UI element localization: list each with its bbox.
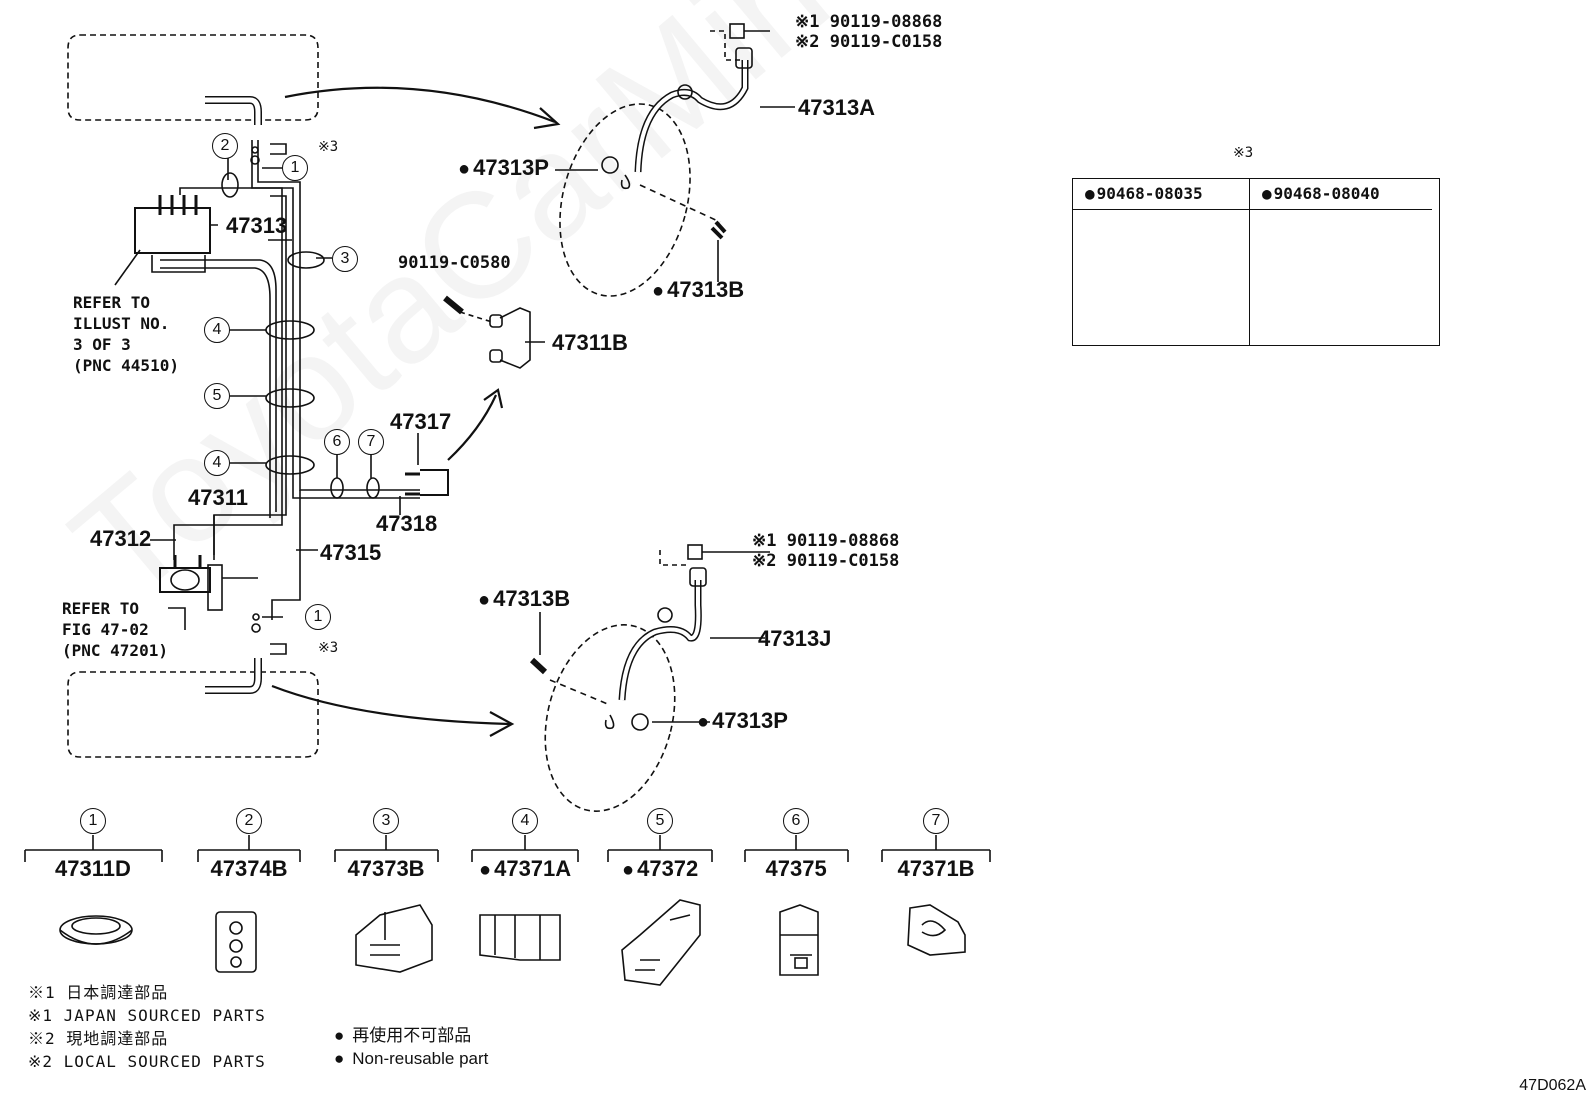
clamp-callout-5: 5 (647, 808, 673, 834)
middle-arrow (447, 394, 498, 461)
part-47317: 47317 (390, 409, 452, 434)
lower-wheel-outline (67, 671, 319, 758)
clamp-callout-4: 4 (512, 808, 538, 834)
callout-1-upper: 1 (282, 155, 308, 181)
clip-table-mark: ※3 (1233, 145, 1254, 161)
upper-bolt-local: ※2 90119-C0158 (795, 32, 943, 52)
callout-1-lower: 1 (305, 604, 331, 630)
clip-note-lower: ※3 (318, 640, 339, 656)
part-47313b-upper: 47313B (652, 279, 744, 301)
part-47313p-lower: 47313P (697, 710, 788, 732)
legend-nonreusable: 再使用不可部品 Non-reusable part (334, 1024, 488, 1070)
callout-4-upper: 4 (204, 317, 230, 343)
clamp-callout-3: 3 (373, 808, 399, 834)
legend-jp-2: ※2 現地調達部品 (28, 1029, 169, 1048)
bracket-47311b (443, 295, 531, 369)
upper-arrow (284, 86, 556, 124)
clamp-callout-2: 2 (236, 808, 262, 834)
clamp-part-47375: 47375 (765, 856, 827, 881)
clamp-callout-7: 7 (923, 808, 949, 834)
part-47313: 47313 (226, 213, 288, 238)
legend-jp-1: ※1 日本調達部品 (28, 983, 169, 1002)
clip-col-1: 90468-08035 (1073, 179, 1255, 345)
legend-np-en: Non-reusable part (334, 1047, 488, 1070)
legend-en-1: ※1 JAPAN SOURCED PARTS (28, 1006, 266, 1025)
callout-2: 2 (212, 133, 238, 159)
clip-part-2: 90468-08040 (1250, 179, 1432, 210)
part-47318: 47318 (376, 511, 438, 536)
clip-part-1: 90468-08035 (1073, 179, 1255, 210)
clamp-callout-6: 6 (783, 808, 809, 834)
clip-note-upper: ※3 (318, 139, 339, 155)
clamp-part-47373B: 47373B (347, 856, 425, 881)
diagram-code: 47D062A (1519, 1077, 1586, 1094)
reference-upper: REFER TO ILLUST NO. 3 OF 3 (PNC 44510) (73, 293, 179, 375)
upper-hose (555, 23, 795, 297)
legend-notes: ※1 日本調達部品 ※1 JAPAN SOURCED PARTS ※2 現地調達… (28, 981, 266, 1073)
callout-4-lower: 4 (204, 450, 230, 476)
clamp-brackets (24, 835, 991, 862)
clamp-illustrations (59, 899, 966, 986)
part-47312: 47312 (90, 526, 152, 551)
clamp-part-47372: 47372 (622, 858, 698, 880)
callout-3: 3 (332, 246, 358, 272)
clamp-callout-1: 1 (80, 808, 106, 834)
part-47311b: 47311B (552, 330, 628, 355)
lower-arrow (271, 684, 511, 726)
clamp-part-47311D: 47311D (55, 856, 131, 881)
lower-bolt-jp: ※1 90119-08868 (752, 531, 900, 551)
lower-bolt-local: ※2 90119-C0158 (752, 551, 900, 571)
clip-table: 90468-08035 90468-08040 (1072, 178, 1440, 346)
callout-7: 7 (358, 429, 384, 455)
clamp-part-47371A: 47371A (479, 858, 571, 880)
clamp-part-47374B: 47374B (210, 856, 288, 881)
upper-bolt-jp: ※1 90119-08868 (795, 12, 943, 32)
master-valve (159, 555, 258, 611)
part-90119-c0580: 90119-C0580 (398, 253, 511, 273)
callout-6: 6 (324, 429, 350, 455)
callout-5: 5 (204, 383, 230, 409)
legend-en-2: ※2 LOCAL SOURCED PARTS (28, 1052, 266, 1071)
reference-lower: REFER TO FIG 47-02 (PNC 47201) (62, 599, 168, 660)
part-47313b-lower: 47313B (478, 588, 570, 610)
part-47311: 47311 (188, 485, 248, 510)
part-47315: 47315 (320, 540, 382, 565)
clip-col-2: 90468-08040 (1249, 179, 1432, 345)
legend-np-jp: 再使用不可部品 (334, 1024, 488, 1047)
upper-wheel-outline (67, 34, 319, 121)
part-47313a: 47313A (798, 95, 876, 120)
part-47313j: 47313J (758, 626, 832, 651)
clamp-part-47371B: 47371B (897, 856, 975, 881)
part-47313p-upper: 47313P (458, 157, 549, 179)
